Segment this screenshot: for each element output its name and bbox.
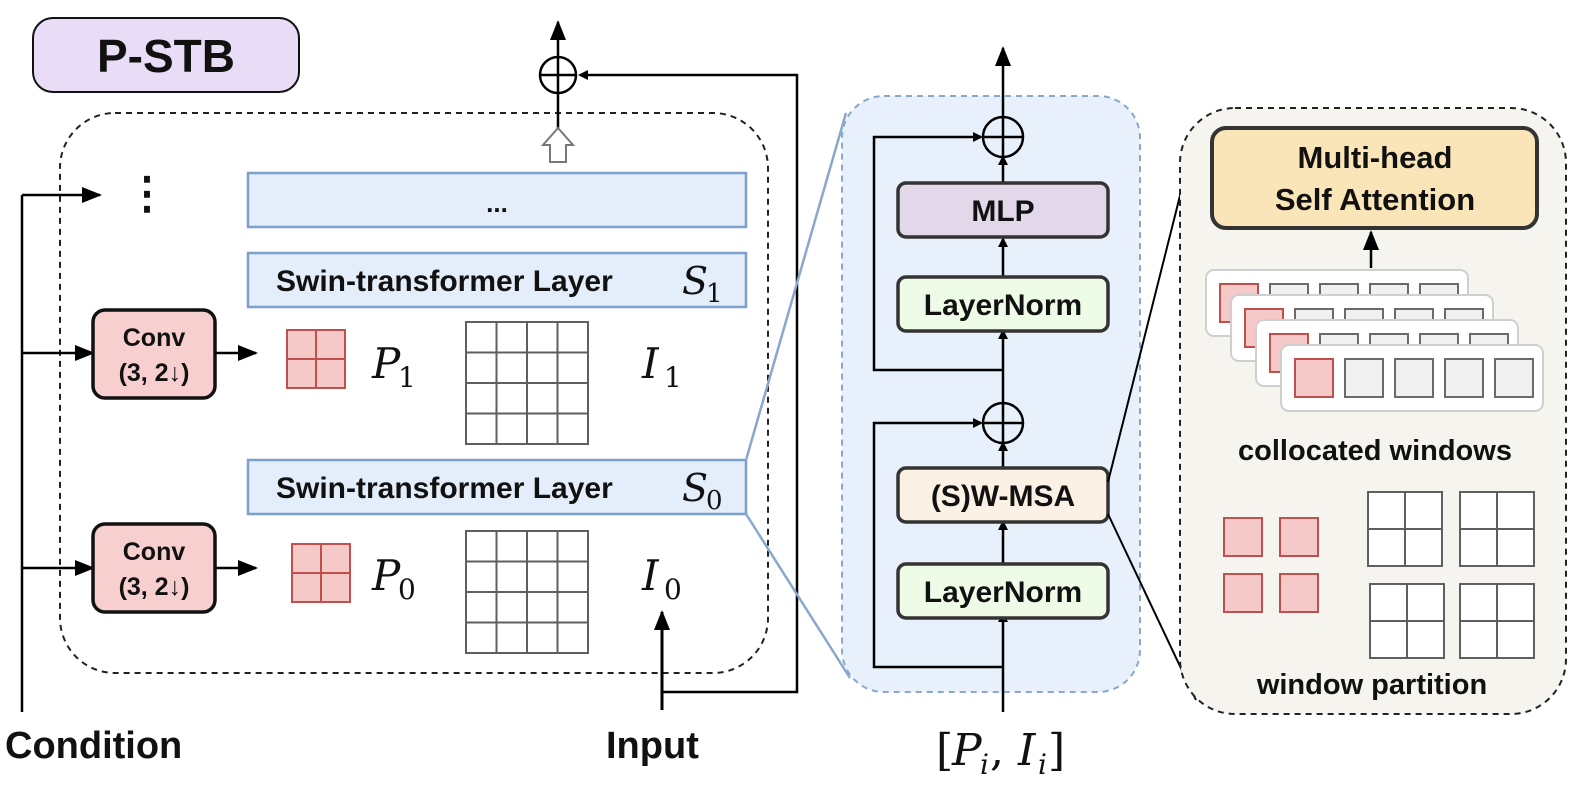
i0-symbol: I <box>641 551 660 600</box>
zoom-line-lower <box>744 513 852 679</box>
formula-p-sub: i <box>980 748 989 781</box>
swin-layer-s0-symbol: S <box>682 466 708 510</box>
mid-plus-upper <box>981 115 1025 159</box>
swin-layer-s1-label: Swin-transformer Layer <box>276 265 613 298</box>
layernorm-top-label: LayerNorm <box>924 289 1082 322</box>
swin-layer-s1: Swin-transformer Layer S 1 <box>246 251 748 309</box>
i0-subscript: 0 <box>664 573 682 606</box>
output-plus <box>538 55 578 95</box>
window-cell <box>1494 358 1534 398</box>
partition-windows <box>1367 491 1535 659</box>
conv-bottom-line1: Conv <box>123 538 186 566</box>
collocated-windows-stack <box>1205 269 1544 412</box>
hollow-up-arrow <box>540 126 576 163</box>
layernorm-bottom-box: LayerNorm <box>896 562 1110 620</box>
title-text: P-STB <box>97 30 235 82</box>
swin-layer-s1-symbol: S <box>682 259 708 303</box>
formula-open-bracket: [ <box>936 725 953 776</box>
window-cell <box>1344 358 1384 398</box>
p0-subscript: 0 <box>398 573 416 606</box>
conv-bottom-line2: (3, 2↓) <box>119 573 190 601</box>
window-cell-active <box>1294 358 1334 398</box>
mlp-box: MLP <box>896 181 1110 239</box>
p0-symbol: P <box>371 551 401 600</box>
swin-layer-s0-label: Swin-transformer Layer <box>276 472 613 505</box>
condition-label: Condition <box>5 725 182 767</box>
patch-p0 <box>291 543 351 603</box>
p-stb-dashed-frame <box>59 112 769 674</box>
grid-i1 <box>465 321 589 445</box>
mid-input-formula: [ P i , I i ] <box>936 725 1065 781</box>
formula-i-sub: i <box>1038 748 1047 781</box>
partition-red-patches <box>1223 517 1319 613</box>
i1-symbol: I <box>641 339 660 388</box>
layer-dots-box: ... <box>246 171 748 229</box>
wmsa-box: (S)W-MSA <box>896 466 1110 524</box>
window-cell <box>1394 358 1434 398</box>
formula-i: I <box>1017 725 1037 776</box>
attention-line1: Multi-head <box>1298 140 1453 175</box>
patch-p1 <box>286 329 346 389</box>
formula-close-bracket: ] <box>1048 725 1065 776</box>
conv-top: Conv (3, 2↓) <box>91 308 217 400</box>
i1-subscript: 1 <box>664 361 682 394</box>
mid-residual-upper <box>872 132 1003 372</box>
formula-comma: , <box>990 725 1004 776</box>
zoom-line-upper <box>744 112 848 461</box>
window-cell <box>1444 358 1484 398</box>
mlp-label: MLP <box>971 195 1034 228</box>
layernorm-bottom-label: LayerNorm <box>924 576 1082 609</box>
title-badge: P-STB <box>32 17 300 93</box>
conv-top-line2: (3, 2↓) <box>119 359 190 387</box>
collocated-windows-label: collocated windows <box>1238 435 1512 467</box>
residual-skip-line <box>578 70 799 694</box>
layernorm-top-box: LayerNorm <box>896 275 1110 333</box>
window-partition-label: window partition <box>1256 669 1487 701</box>
mid-plus-lower <box>981 401 1025 445</box>
input-label: Input <box>606 725 699 767</box>
conv-top-line1: Conv <box>123 324 186 352</box>
mid-residual-lower <box>872 418 1003 669</box>
swin-layer-s0-subscript: 0 <box>706 486 723 516</box>
swin-layer-detail-panel <box>841 95 1141 693</box>
grid-i0 <box>465 530 589 654</box>
formula-p: P <box>951 725 983 776</box>
wmsa-label: (S)W-MSA <box>931 480 1075 513</box>
zoom-line-right-upper <box>1107 147 1193 483</box>
conv-bottom: Conv (3, 2↓) <box>91 522 217 614</box>
attention-box: Multi-head Self Attention <box>1210 126 1539 230</box>
attention-line2: Self Attention <box>1275 182 1475 217</box>
p1-subscript: 1 <box>398 361 416 394</box>
p1-symbol: P <box>371 339 401 388</box>
layer-dots-text: ... <box>486 188 508 218</box>
swin-layer-s1-subscript: 1 <box>706 279 723 309</box>
vertical-dots: ⋮ <box>125 169 169 218</box>
swin-layer-s0: Swin-transformer Layer S 0 <box>246 458 748 516</box>
